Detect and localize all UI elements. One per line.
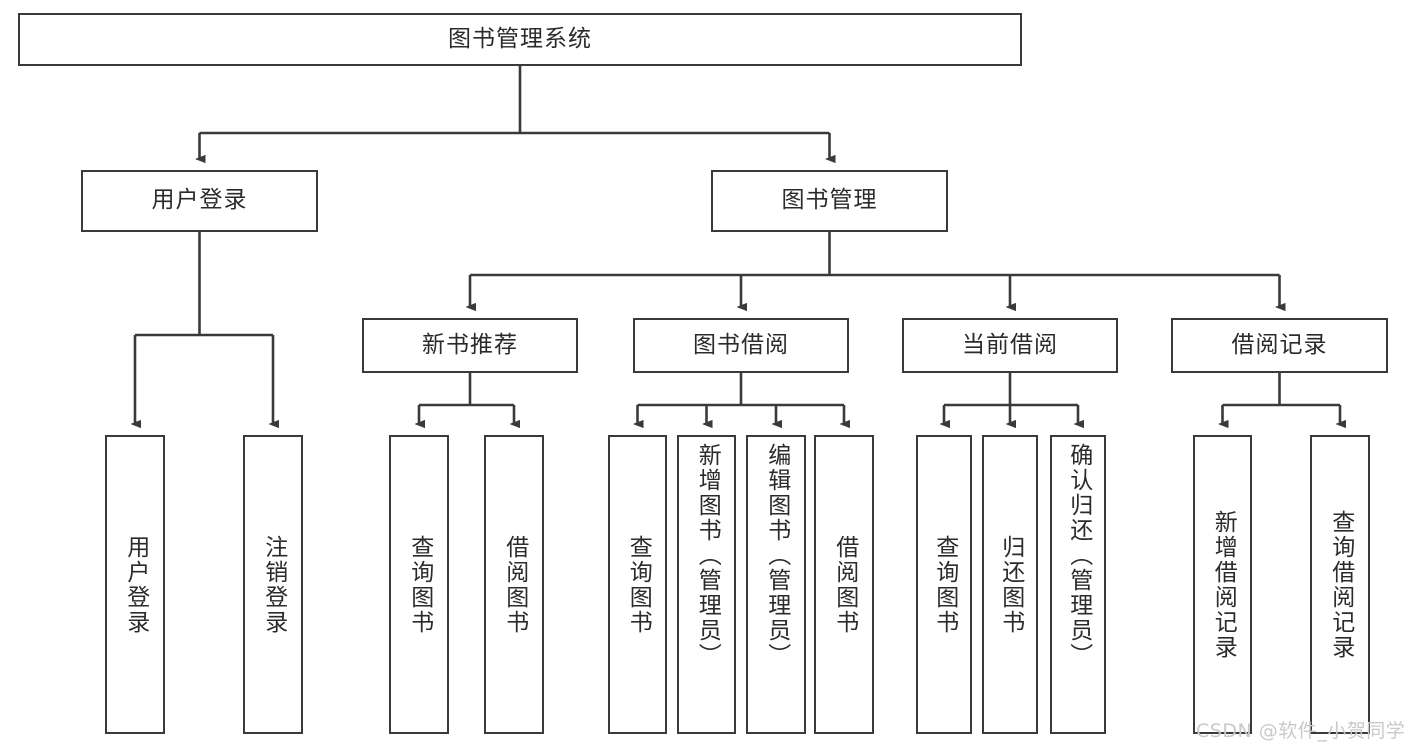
node-label: 图书管理系统 xyxy=(448,25,592,52)
node-n1[interactable]: 查询图书 xyxy=(389,435,449,734)
node-r1[interactable]: 新增借阅记录 xyxy=(1193,435,1252,734)
node-label: 图书借阅 xyxy=(693,331,789,358)
node-label: 借阅图书 xyxy=(501,534,528,635)
node-label: 确认归还（管理员） xyxy=(1065,443,1092,668)
node-record[interactable]: 借阅记录 xyxy=(1171,318,1388,373)
node-bookmgmt[interactable]: 图书管理 xyxy=(711,170,948,232)
node-root[interactable]: 图书管理系统 xyxy=(18,13,1022,66)
node-label: 借阅记录 xyxy=(1231,331,1328,358)
node-label: 新书推荐 xyxy=(422,331,518,358)
node-c1[interactable]: 查询图书 xyxy=(916,435,972,734)
node-login[interactable]: 用户登录 xyxy=(81,170,318,232)
node-current[interactable]: 当前借阅 xyxy=(902,318,1118,373)
node-c3[interactable]: 确认归还（管理员） xyxy=(1050,435,1106,734)
node-borrow[interactable]: 图书借阅 xyxy=(633,318,849,373)
node-l1[interactable]: 用户登录 xyxy=(105,435,165,734)
node-b2[interactable]: 新增图书（管理员） xyxy=(677,435,736,734)
node-r2[interactable]: 查询借阅记录 xyxy=(1310,435,1370,734)
node-newbook[interactable]: 新书推荐 xyxy=(362,318,578,373)
node-label: 查询图书 xyxy=(931,534,958,635)
csdn-watermark: CSDN @软件_小贺同学 xyxy=(1196,720,1405,742)
node-label: 注销登录 xyxy=(260,534,287,635)
node-label: 查询图书 xyxy=(406,534,433,635)
node-n2[interactable]: 借阅图书 xyxy=(484,435,544,734)
node-b1[interactable]: 查询图书 xyxy=(608,435,667,734)
node-label: 图书管理 xyxy=(781,187,878,214)
node-label: 新增图书（管理员） xyxy=(694,443,721,668)
node-b3[interactable]: 编辑图书（管理员） xyxy=(746,435,806,734)
node-l2[interactable]: 注销登录 xyxy=(243,435,303,734)
node-label: 归还图书 xyxy=(997,534,1024,635)
node-label: 当前借阅 xyxy=(962,331,1058,358)
node-label: 用户登录 xyxy=(122,534,149,635)
node-c2[interactable]: 归还图书 xyxy=(982,435,1038,734)
node-label: 借阅图书 xyxy=(831,534,858,635)
node-label: 新增借阅记录 xyxy=(1210,509,1237,660)
node-label: 编辑图书（管理员） xyxy=(763,443,790,668)
node-label: 查询借阅记录 xyxy=(1327,509,1354,660)
node-label: 查询图书 xyxy=(625,534,652,635)
node-label: 用户登录 xyxy=(151,187,248,214)
node-b4[interactable]: 借阅图书 xyxy=(814,435,874,734)
